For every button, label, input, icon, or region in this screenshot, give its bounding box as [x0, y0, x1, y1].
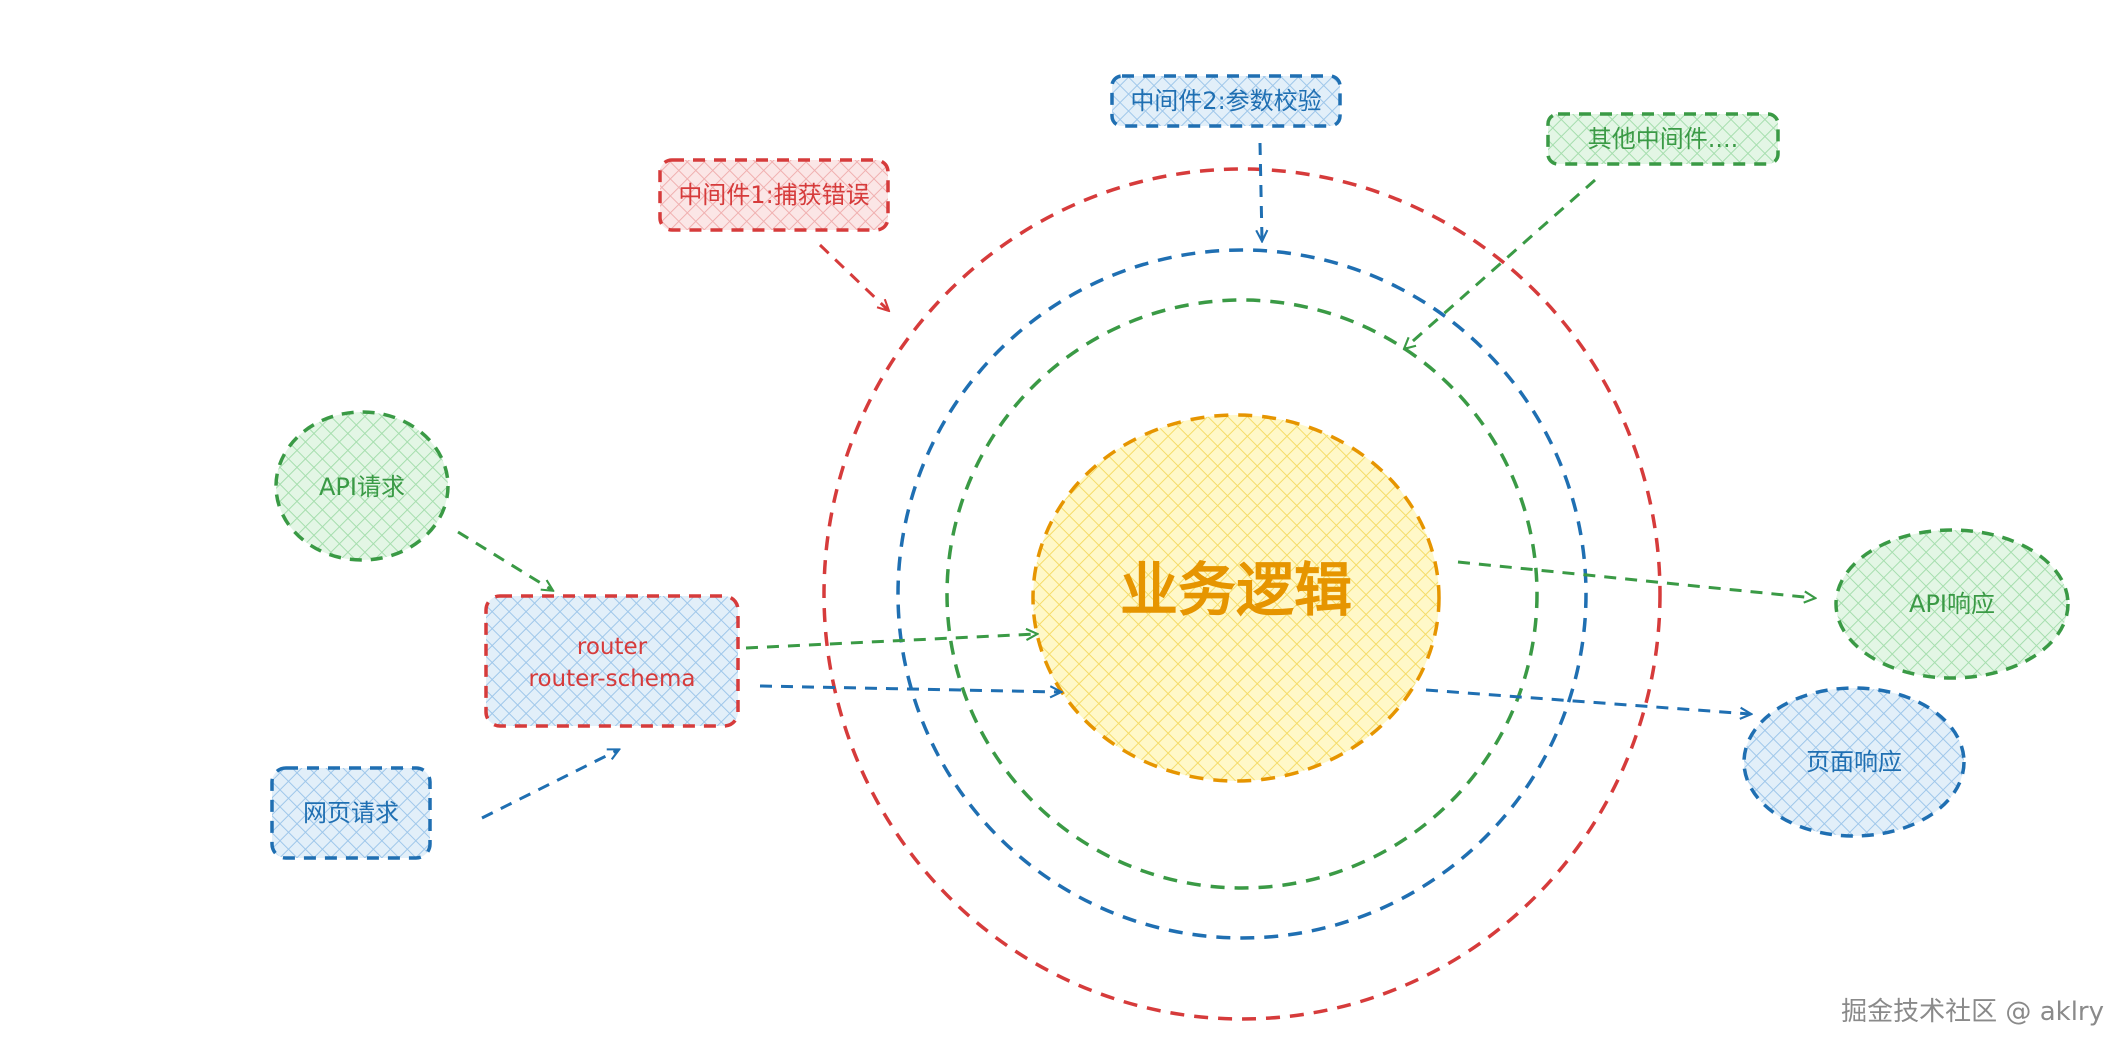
middleware2-ring — [896, 248, 1588, 940]
router-to-logic-blue-arrow — [759, 684, 1060, 692]
middleware-other-ring — [945, 298, 1539, 890]
api-request-arrow — [457, 530, 552, 590]
router-label-line1: router — [577, 634, 648, 660]
middleware1-box — [658, 158, 890, 232]
middleware1-label: 中间件1:捕获错误 — [678, 181, 869, 209]
page-response-node — [1742, 686, 1966, 838]
middleware-other-label: 其他中间件.... — [1588, 125, 1739, 153]
page-request-node — [270, 766, 432, 860]
middleware-other-box — [1546, 112, 1780, 166]
router-box — [484, 594, 740, 728]
router-to-logic-green-arrow — [745, 634, 1036, 650]
middleware-other-arrow — [1405, 178, 1596, 348]
logic-to-api-response-arrow — [1457, 560, 1814, 598]
middleware1-ring — [822, 167, 1662, 1021]
watermark: 掘金技术社区 @ aklry — [1841, 997, 2104, 1027]
page-request-label: 网页请求 — [303, 799, 399, 827]
page-response-label: 页面响应 — [1806, 748, 1902, 776]
middleware2-arrow — [1260, 142, 1262, 240]
router-label-line2: router-schema — [529, 666, 696, 692]
business-logic-label: 业务逻辑 — [1120, 556, 1352, 624]
api-request-label: API请求 — [319, 473, 405, 501]
api-response-node — [1834, 528, 2070, 680]
middleware1-arrow — [818, 243, 888, 310]
business-logic-node — [1031, 413, 1441, 783]
middleware2-box — [1110, 74, 1342, 128]
page-request-arrow — [481, 750, 618, 820]
logic-to-page-response-arrow — [1425, 688, 1750, 714]
middleware2-label: 中间件2:参数校验 — [1130, 87, 1321, 115]
api-response-label: API响应 — [1909, 590, 1995, 618]
api-request-node — [274, 410, 450, 562]
